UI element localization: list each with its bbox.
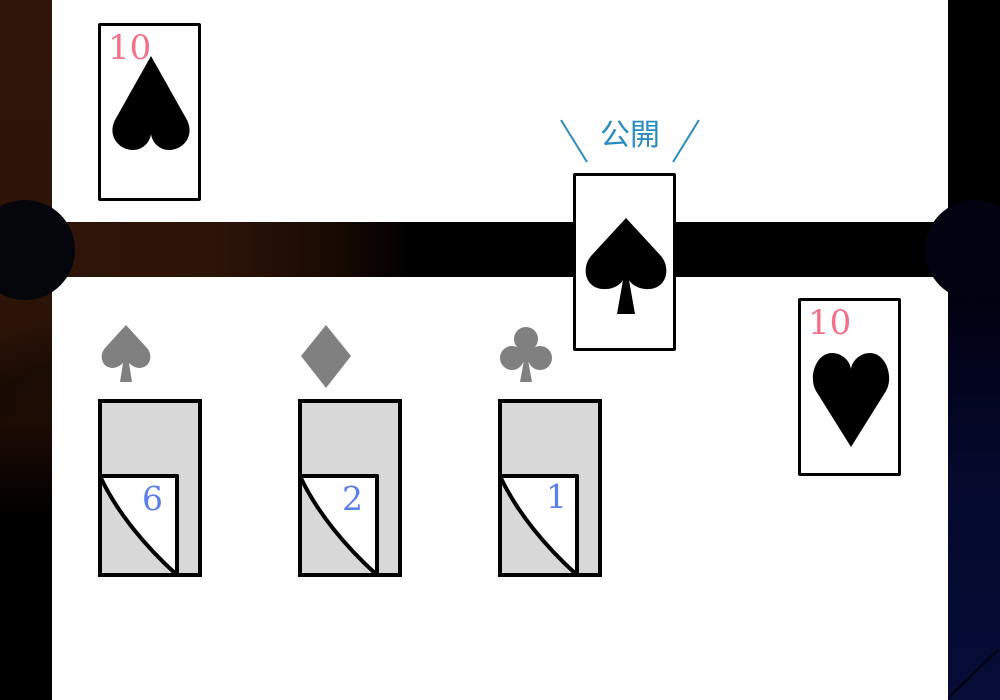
spade-no-stem-icon: [112, 56, 190, 150]
pile-count: 2: [342, 479, 363, 518]
reveal-label: 公開: [560, 116, 700, 166]
table-divider-bar: [52, 222, 948, 277]
diamond-hint-icon: [301, 325, 351, 388]
pile-count: 1: [546, 477, 567, 516]
pile-spade[interactable]: 6: [97, 324, 203, 577]
opponent-card[interactable]: 10: [98, 23, 201, 201]
pile-diamond[interactable]: 2: [297, 324, 403, 577]
left-bar-knob: [0, 200, 75, 300]
pile-card-stack: [498, 399, 602, 577]
player-card[interactable]: 10: [798, 298, 901, 476]
pile-card-stack: [98, 399, 202, 577]
reveal-label-text: 公開: [600, 118, 660, 153]
right-bar-knob: [925, 200, 1000, 300]
reveal-right-slash-icon: [672, 119, 700, 163]
heart-icon: [812, 353, 890, 447]
left-side-panel: [0, 0, 52, 700]
opponent-card-rank: 10: [108, 28, 152, 68]
spade-hint-icon: [101, 325, 151, 382]
reveal-left-slash-icon: [560, 119, 588, 163]
pile-card-stack: [298, 399, 402, 577]
spade-icon: [585, 218, 667, 314]
right-side-panel: [948, 0, 1000, 700]
right-panel-streak: [948, 649, 999, 699]
club-hint-icon: [500, 327, 552, 382]
revealed-card[interactable]: [573, 173, 676, 351]
pile-club[interactable]: 1: [497, 324, 603, 577]
pile-count: 6: [142, 479, 163, 518]
player-card-rank: 10: [808, 303, 852, 343]
